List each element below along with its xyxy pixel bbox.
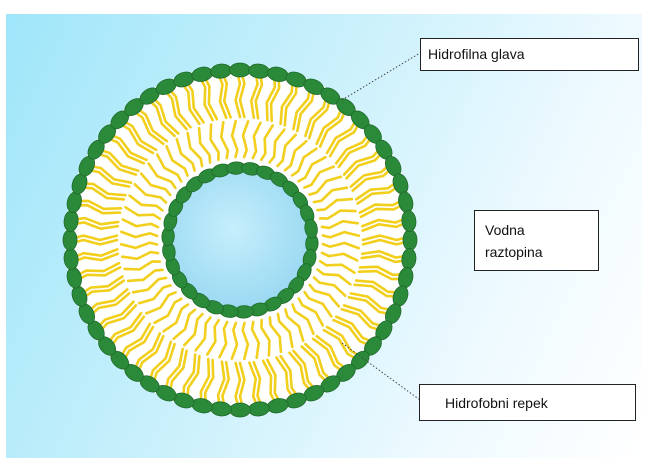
hydrophobic-tail-label: Hidrofobni repek [419,384,636,421]
head-leader-line [342,53,420,100]
hydrophilic-head-label: Hidrofilna glava [420,38,639,71]
outer-lipid-head [230,403,251,417]
outer-lipid-head [403,230,417,251]
outer-lipid-head [63,230,77,251]
aqueous-solution-label-line2: raztopina [485,241,598,263]
aqueous-solution-label: Vodna raztopina [474,210,599,271]
outer-lipid-head [230,63,251,77]
aqueous-solution-label-line1: Vodna [485,219,598,241]
